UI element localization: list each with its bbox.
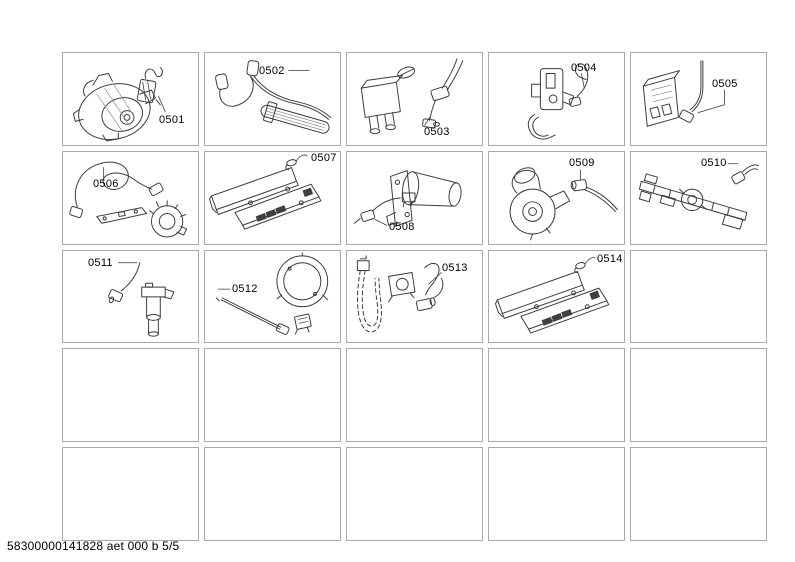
empty-cell xyxy=(488,348,625,443)
part-cell-0507: 0507 xyxy=(204,150,341,245)
empty-cell xyxy=(346,447,483,541)
control-module-with-cable-drawing xyxy=(642,60,725,127)
control-panel-module-drawing xyxy=(209,154,322,230)
ring-rod-connector-drawing xyxy=(215,252,329,335)
empty-cell xyxy=(630,249,767,344)
part-number-label: 0507 xyxy=(311,151,337,164)
part-number-label: 0512 xyxy=(232,282,258,295)
part-cell-0505: 0505 xyxy=(630,52,767,146)
part-number-label: 0502 xyxy=(259,65,285,77)
part-cell-0511: 0511 xyxy=(62,249,199,344)
motor-with-connector-drawing xyxy=(72,67,166,142)
empty-cell xyxy=(204,447,341,541)
part-cell-0512: 0512 xyxy=(204,249,341,344)
pump-with-cable-drawing xyxy=(509,167,619,241)
part-number-label: 0514 xyxy=(597,252,623,265)
part-number-label: 0510 xyxy=(701,156,727,169)
cable-harness-bracket-sensor-drawing xyxy=(69,161,188,238)
part-number-label: 0513 xyxy=(442,261,468,274)
empty-cell xyxy=(630,348,767,443)
empty-cell xyxy=(346,348,483,443)
parts-grid: 0501 0502 xyxy=(62,52,767,541)
door-lock-with-cable-drawing xyxy=(527,63,589,140)
part-cell-0504: 0504 xyxy=(488,52,625,146)
part-cell-0510: 0510 xyxy=(630,150,767,245)
part-cell-0509: 0509 xyxy=(488,150,625,245)
empty-cell xyxy=(630,447,767,541)
part-number-label: 0509 xyxy=(569,156,595,169)
control-panel-module-drawing xyxy=(494,256,610,334)
part-cell-0501: 0501 xyxy=(62,52,199,146)
empty-cell xyxy=(204,348,341,443)
part-number-label: 0503 xyxy=(424,126,450,138)
part-cell-0513: 0513 xyxy=(346,249,483,344)
part-cell-0506: 0506 xyxy=(62,150,199,245)
part-number-label: 0506 xyxy=(93,177,119,190)
part-cell-0508: 0508 xyxy=(346,150,483,245)
part-number-label: 0504 xyxy=(571,62,597,74)
ntc-sensor-with-cable-drawing xyxy=(108,261,175,337)
part-cell-0503: 0503 xyxy=(346,52,483,146)
pressure-switch-with-hose-drawing xyxy=(356,254,444,333)
part-cell-0514: 0514 xyxy=(488,249,625,344)
document-code: 58300000141828 aet 000 b 5/5 xyxy=(7,539,180,553)
heating-element-with-cables-drawing xyxy=(215,60,332,134)
part-cell-0502: 0502 xyxy=(204,52,341,146)
empty-cell xyxy=(62,447,199,541)
inlet-valve-with-harness-drawing xyxy=(360,58,464,135)
part-number-label: 0511 xyxy=(88,256,113,269)
support-rail-with-cable-drawing xyxy=(638,163,760,230)
empty-cell xyxy=(488,447,625,541)
empty-cell xyxy=(62,348,199,443)
suppressor-with-cable-drawing xyxy=(353,169,462,227)
part-number-label: 0501 xyxy=(159,114,185,126)
part-number-label: 0505 xyxy=(712,78,738,90)
part-number-label: 0508 xyxy=(389,220,415,233)
